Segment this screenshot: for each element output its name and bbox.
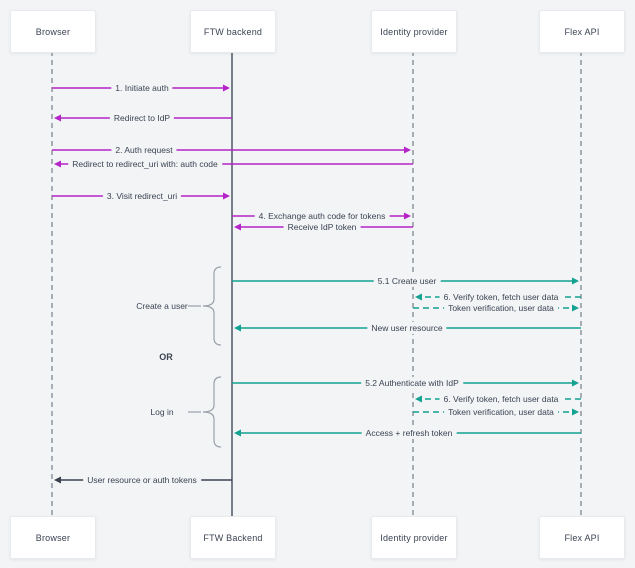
group-brace (202, 376, 222, 448)
message-arrowhead (223, 84, 230, 92)
message-label: 2. Auth request (111, 143, 177, 157)
message-label: 1. Initiate auth (111, 81, 173, 95)
message-label: 5.2 Authenticate with IdP (361, 376, 463, 390)
message-label: Token verification, user data (444, 405, 558, 419)
message-arrowhead (54, 160, 61, 168)
message-label: New user resource (367, 321, 447, 335)
message-label: Receive IdP token (283, 220, 361, 234)
actor-box-idp-top: Identity provider (371, 10, 457, 53)
message-label: Token verification, user data (444, 301, 558, 315)
actor-box-flex-top: Flex API (539, 10, 625, 53)
message-arrowhead (572, 304, 579, 312)
actor-label: Identity provider (380, 26, 448, 37)
message-arrowhead (234, 429, 241, 437)
actor-box-browser-top: Browser (10, 10, 96, 53)
message-label: 5.1 Create user (373, 274, 441, 288)
message-label: User resource or auth tokens (83, 473, 201, 487)
message-label: 6. Verify token, fetch user data (439, 290, 563, 304)
actor-box-ftw-top: FTW backend (190, 10, 276, 53)
actor-box-browser-bottom: Browser (10, 516, 96, 559)
or-label: OR (159, 352, 173, 362)
message-label: Redirect to IdP (109, 111, 175, 125)
message-arrowhead (572, 277, 579, 285)
actor-box-idp-bottom: Identity provider (371, 516, 457, 559)
message-label: Access + refresh token (361, 426, 457, 440)
actor-label: Flex API (564, 532, 600, 543)
actor-box-flex-bottom: Flex API (539, 516, 625, 559)
actor-label: Flex API (564, 26, 600, 37)
message-arrowhead (234, 223, 241, 231)
message-label: 4. Exchange auth code for tokens (254, 209, 390, 223)
message-arrowhead (572, 379, 579, 387)
message-arrowhead (54, 114, 61, 122)
message-label: Redirect to redirect_uri with: auth code (68, 157, 222, 171)
message-arrowhead (234, 324, 241, 332)
actor-label: Browser (35, 532, 71, 543)
message-arrowhead (572, 408, 579, 416)
group-brace (202, 266, 222, 346)
message-arrowhead (404, 212, 411, 220)
group-label: Create a user (136, 301, 188, 311)
message-arrowhead (54, 476, 61, 484)
message-arrowhead (415, 395, 422, 403)
message-arrowhead (223, 192, 230, 200)
group-label: Log in (150, 407, 174, 417)
message-label: 6. Verify token, fetch user data (439, 392, 563, 406)
actor-label: FTW backend (203, 26, 263, 37)
actor-label: FTW Backend (203, 532, 263, 543)
actor-box-ftw-bottom: FTW Backend (190, 516, 276, 559)
message-label: 3. Visit redirect_uri (102, 189, 182, 203)
message-arrowhead (415, 293, 422, 301)
message-arrowhead (404, 146, 411, 154)
actor-label: Browser (35, 26, 71, 37)
actor-label: Identity provider (380, 532, 448, 543)
